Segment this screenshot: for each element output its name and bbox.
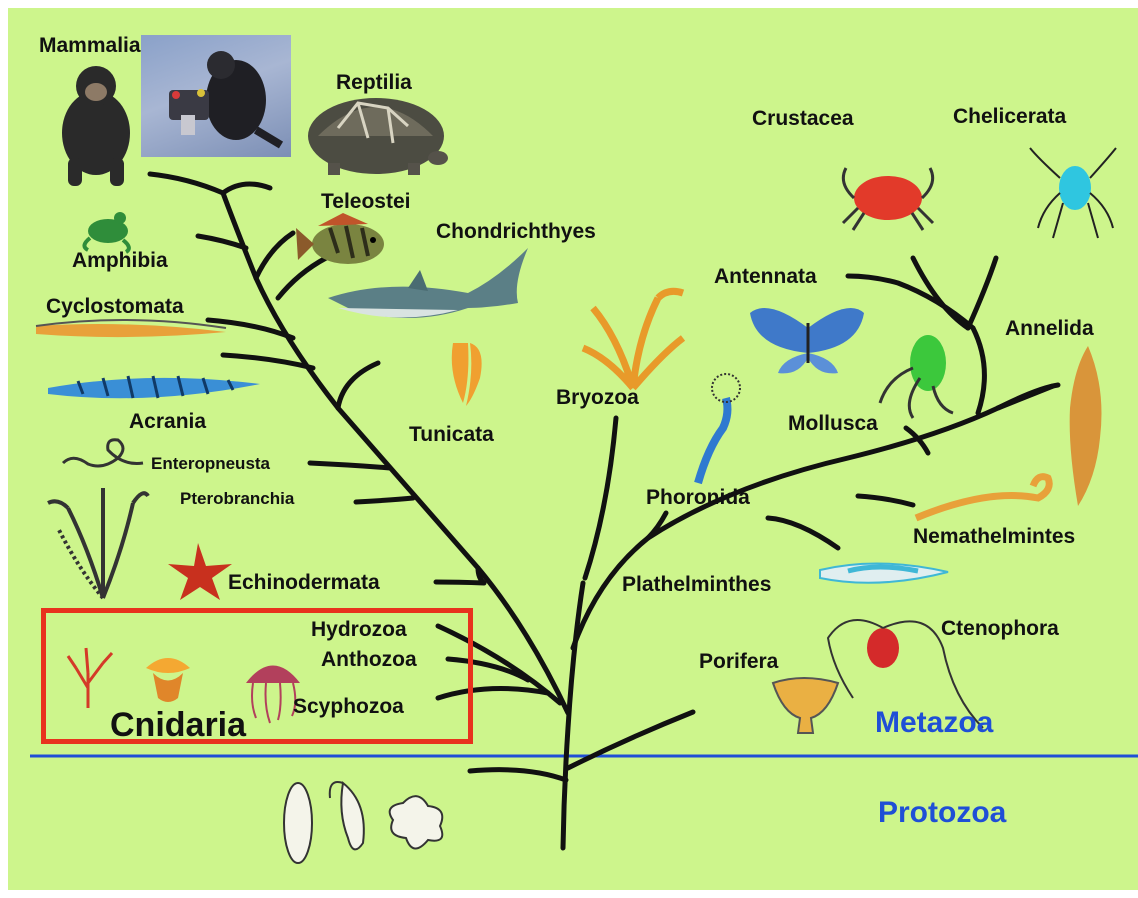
pterobranch-illustration [48,488,148,598]
label-acrania: Acrania [129,411,206,432]
tree-branches [150,174,1058,848]
flatworm-illustration [820,563,948,582]
crab-illustration [843,168,933,230]
teleostei-branch [256,233,293,278]
annelida-branch [998,386,1053,408]
label-protozoa: Protozoa [878,798,1006,828]
nemathelmintes-branch [858,496,913,505]
label-porifera: Porifera [699,651,778,672]
spider-illustration [1030,148,1116,238]
starfish-illustration [168,543,232,600]
label-plathelminthes: Plathelminthes [622,574,771,595]
perch-fish-illustration [296,213,384,264]
label-antennata: Antennata [714,266,817,287]
label-cnidaria: Cnidaria [110,708,246,742]
root-left-branch [470,770,566,780]
label-enteropneusta: Enteropneusta [151,455,270,472]
tortoise-illustration [308,98,448,175]
tunicata-branch [338,363,378,408]
euglena-illustration [330,782,364,849]
frog-illustration [84,212,128,252]
bryozoan-colony-illustration [583,291,683,388]
label-anthozoa: Anthozoa [321,649,417,670]
leech-illustration [1070,346,1102,506]
sponge-illustration [773,678,838,733]
label-chondrichthyes: Chondrichthyes [436,221,596,242]
label-metazoa: Metazoa [875,708,993,738]
mammalia-branch [150,174,223,193]
label-amphibia: Amphibia [72,250,168,271]
pterobranchia-branch [356,498,413,502]
chondrichthyes-branch [278,258,326,298]
tunicate-illustration [452,343,482,406]
paramecium-illustration [284,783,312,863]
label-teleostei: Teleostei [321,191,410,212]
plathelminthes-branch [768,518,838,548]
label-mollusca: Mollusca [788,413,878,434]
label-reptilia: Reptilia [336,72,412,93]
label-phoronida: Phoronida [646,487,750,508]
label-hydrozoa: Hydrozoa [311,619,407,640]
label-ctenophora: Ctenophora [941,618,1059,639]
roundworm-illustration [916,477,1049,518]
porifera-branch [568,712,693,768]
label-pterobranchia: Pterobranchia [180,490,294,507]
echinodermata-branch [436,568,484,583]
label-bryozoa: Bryozoa [556,387,639,408]
chelicerata-branch [968,258,996,328]
chimpanzee-illustration [62,66,130,186]
trunk [563,583,583,848]
label-chelicerata: Chelicerata [953,106,1066,127]
octopus-illustration [880,335,953,418]
label-crustacea: Crustacea [752,108,854,129]
label-annelida: Annelida [1005,318,1094,339]
phoronid-illustration [698,374,740,483]
label-tunicata: Tunicata [409,424,494,445]
label-scyphozoa: Scyphozoa [293,696,404,717]
enteropneusta-branch [310,463,390,468]
acorn-worm-illustration [63,440,143,466]
label-nemathelmintes: Nemathelmintes [913,526,1075,547]
bryozoa-branch [585,418,616,578]
label-echinodermata: Echinodermata [228,572,380,593]
cnidaria-highlight-box [41,608,473,744]
lamprey-illustration [36,320,226,337]
label-mammalia: Mammalia [39,35,141,56]
amoeba-illustration [390,796,443,848]
lancelet-illustration [48,376,260,398]
phylogenetic-tree-diagram: Mammalia Reptilia Teleostei Chondrichthy… [8,8,1138,890]
reptilia-branch [223,184,270,193]
diver-photo [141,35,291,157]
label-cyclostomata: Cyclostomata [46,296,184,317]
butterfly-illustration [750,308,864,373]
